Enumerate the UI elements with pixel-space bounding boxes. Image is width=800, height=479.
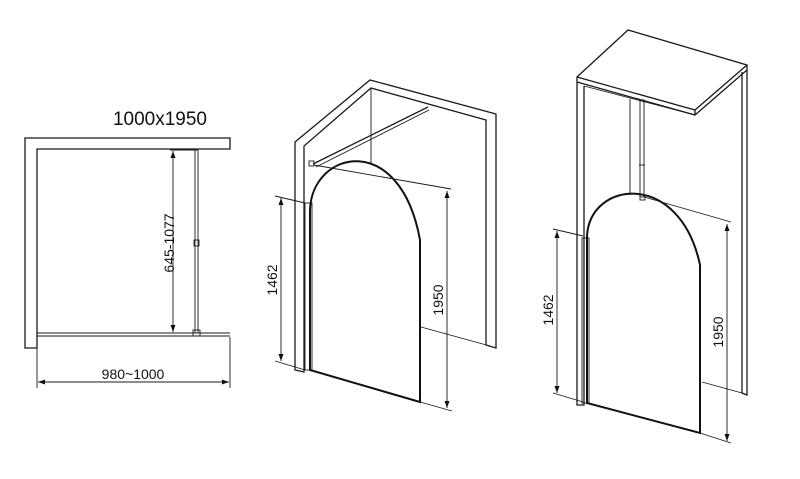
- ceiling-slab: [576, 29, 748, 116]
- panel-height-extension-top: [643, 196, 732, 223]
- stabilizer-bar: [312, 106, 429, 165]
- wall-profile: [581, 237, 590, 404]
- plan-panel-foot: [192, 329, 201, 337]
- stabilizer-bar-edge: [315, 109, 430, 168]
- arched-glass-panel: [586, 192, 701, 435]
- side-height-extension-bottom: [274, 360, 306, 371]
- side-height-extension-top: [274, 195, 306, 204]
- arched-glass-panel: [309, 160, 421, 404]
- panel-height-label: 1950: [430, 284, 446, 315]
- panel-height-extension-bottom: [699, 432, 732, 444]
- stabilizer-clamp: [308, 160, 315, 167]
- plan-wall: [24, 137, 231, 349]
- ceiling-support-rod: [639, 99, 645, 198]
- width-dimension-label: 980~1000: [102, 366, 165, 382]
- panel-height-extension-top: [313, 164, 452, 190]
- side-height-extension-bottom: [552, 392, 584, 403]
- side-height-label: 1462: [540, 294, 556, 325]
- side-height-extension-top: [552, 228, 584, 237]
- side-height-label: 1462: [264, 264, 280, 295]
- wall-mounted-view: 1462 1950: [264, 79, 497, 412]
- panel-height-label: 1950: [710, 316, 726, 347]
- ceiling-underside-line: [583, 85, 696, 116]
- drawing-title: 1000x1950: [113, 109, 207, 130]
- corner-walls: [294, 79, 497, 373]
- side-posts: [576, 70, 748, 406]
- plan-panel-joint: [193, 239, 200, 247]
- panel-height-extension-bottom: [419, 401, 453, 412]
- floor-base-line: [701, 381, 743, 394]
- plan-glass-panel: [194, 149, 199, 334]
- plan-view: 645-1077 980~1000: [24, 137, 231, 388]
- wall-profile: [304, 202, 313, 371]
- ceiling-mounted-view: 1462 1950: [540, 29, 748, 444]
- wall-base-line: [420, 326, 491, 347]
- depth-dimension-label: 645-1077: [161, 213, 177, 272]
